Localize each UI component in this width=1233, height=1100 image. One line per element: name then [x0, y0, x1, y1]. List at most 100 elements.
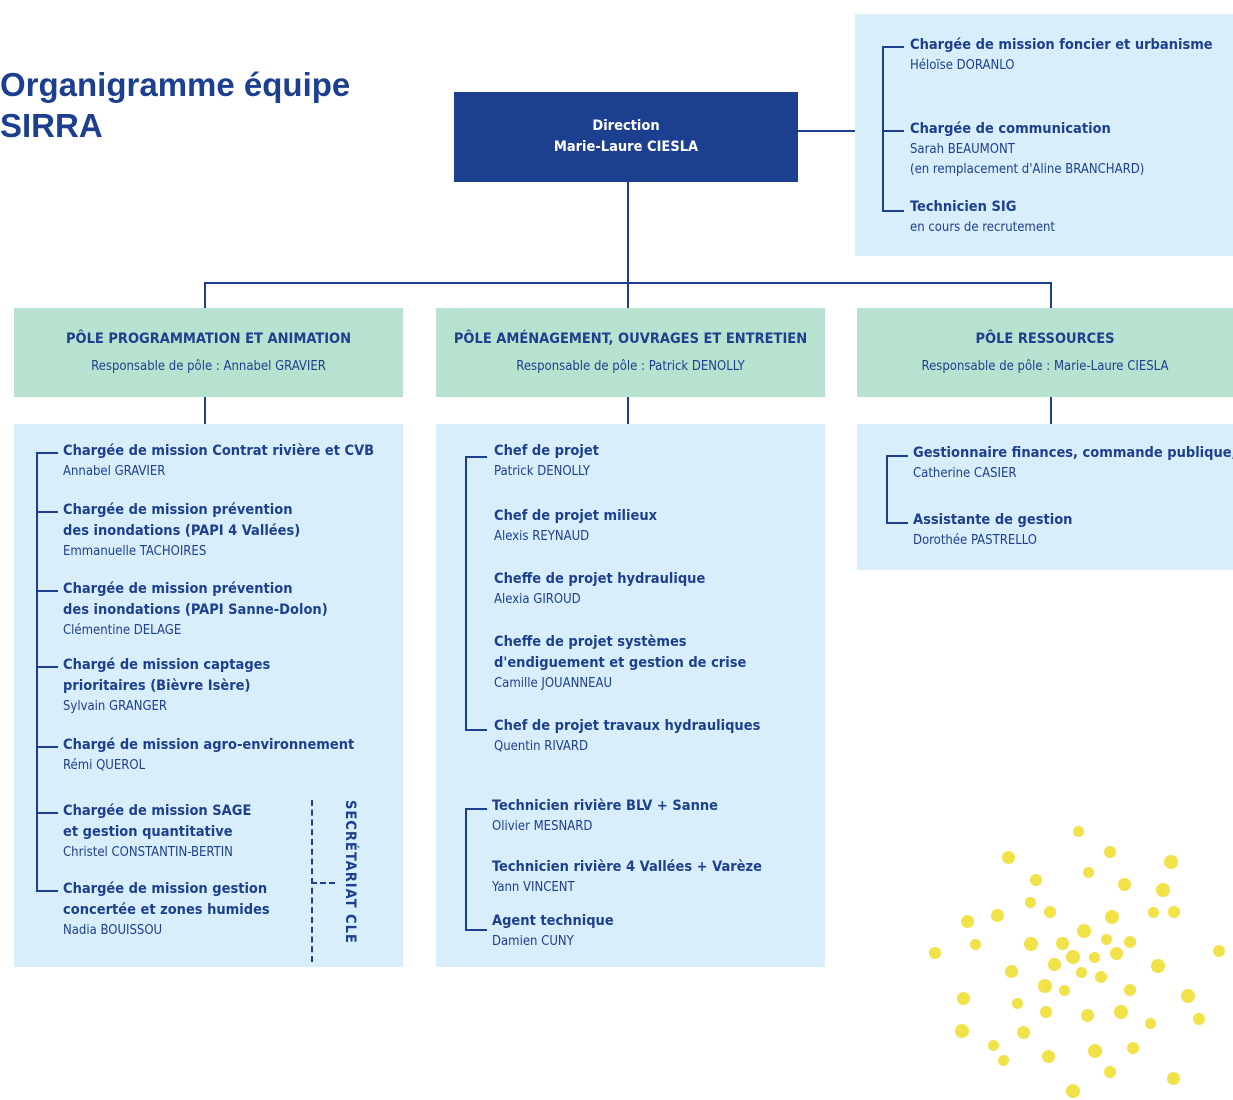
decorative-dot — [960, 914, 974, 928]
member-role: Chef de projet — [494, 443, 599, 459]
member-role: des inondations (PAPI Sanne-Dolon) — [63, 602, 328, 618]
panel1-tick — [36, 511, 58, 513]
decorative-dot — [1030, 874, 1042, 886]
decorative-dot — [1011, 997, 1023, 1009]
member-role: Chargée de mission gestion — [63, 881, 268, 897]
decorative-dot — [1088, 1044, 1102, 1058]
support-bracket-tick — [882, 46, 904, 48]
panel2-bracket-vertical — [465, 456, 467, 730]
decorative-dot — [1156, 883, 1170, 897]
decorative-dot — [929, 947, 941, 959]
member-role: d'endiguement et gestion de crise — [494, 655, 747, 671]
member-entry: Chargée de mission prévention des inonda… — [63, 500, 300, 562]
decorative-dot — [1114, 1005, 1128, 1019]
technician-entry: Agent technique Damien CUNY — [492, 911, 614, 952]
decorative-dot — [1040, 1006, 1052, 1018]
cle-dashed-line — [311, 800, 313, 962]
pole-responsable: Responsable de pôle : Patrick DENOLLY — [516, 358, 745, 374]
decorative-dot — [1164, 855, 1178, 869]
connector-pole-2-panel — [627, 397, 629, 424]
member-person: Christel CONSTANTIN-BERTIN — [63, 845, 233, 860]
decorative-dot — [1213, 945, 1225, 957]
panel2-tech-bracket-vertical — [465, 808, 467, 930]
decorative-dot — [1038, 979, 1052, 993]
member-person: Dorothée PASTRELLO — [913, 533, 1038, 548]
member-person: Rémi QUEROL — [63, 758, 146, 773]
panel2-tech-tick — [465, 929, 487, 931]
support-role: Chargée de communication — [910, 121, 1111, 137]
member-person: Camille JOUANNEAU — [494, 676, 613, 691]
connector-direction-support — [798, 130, 856, 132]
decorative-dot — [1168, 906, 1180, 918]
decorative-dot — [1066, 950, 1080, 964]
panel1-tick — [36, 666, 58, 668]
decorative-dot — [990, 908, 1004, 922]
member-person: Sylvain GRANGER — [63, 699, 168, 714]
member-entry: Chargé de mission agro-environnement Rém… — [63, 735, 354, 776]
pole-panel-ressources — [857, 424, 1233, 570]
direction-name: Marie-Laure CIESLA — [553, 139, 699, 155]
member-entry: Chargée de mission Contrat rivière et CV… — [63, 441, 374, 482]
decorative-dot — [1193, 1013, 1205, 1025]
support-bracket-vertical — [882, 46, 884, 211]
decorative-dot — [1041, 1049, 1055, 1063]
technician-person: Olivier MESNARD — [492, 819, 593, 834]
panel1-tick — [36, 452, 58, 454]
technician-role: Technicien rivière 4 Vallées + Varèze — [492, 859, 762, 875]
support-staff-panel — [855, 14, 1233, 256]
member-role: Chargée de mission prévention — [63, 502, 293, 518]
connector-pole-1-panel — [204, 397, 206, 424]
title-line-2: SIRRA — [0, 107, 103, 144]
decorative-dot — [997, 1054, 1009, 1066]
decorative-dot — [1105, 910, 1119, 924]
technician-entry: Technicien rivière BLV + Sanne Olivier M… — [492, 796, 718, 837]
decorative-dot — [1151, 959, 1165, 973]
connector-direction-down — [627, 182, 629, 283]
panel3-bracket-vertical — [886, 455, 888, 523]
decorative-dot — [1181, 989, 1195, 1003]
member-entry: Chargé de mission captages prioritaires … — [63, 655, 270, 717]
member-person: Patrick DENOLLY — [494, 464, 590, 479]
decorative-dot — [1124, 936, 1136, 948]
decorative-dot — [1004, 964, 1018, 978]
member-entry: Cheffe de projet hydraulique Alexia GIRO… — [494, 569, 705, 610]
member-entry: Chargée de mission prévention des inonda… — [63, 579, 328, 641]
pole-panel-programmation — [14, 424, 403, 967]
decorative-dot — [1024, 896, 1036, 908]
decorative-dot — [1104, 846, 1116, 858]
member-role: Chargée de mission prévention — [63, 581, 293, 597]
member-role: Cheffe de projet systèmes — [494, 634, 687, 650]
member-role: Chargé de mission captages — [63, 657, 271, 673]
pole-header-amenagement: PÔLE AMÉNAGEMENT, OUVRAGES ET ENTRETIEN … — [436, 308, 825, 397]
connector-pole-3 — [1050, 282, 1052, 308]
member-role: Chef de projet travaux hydrauliques — [494, 718, 761, 734]
support-entry: Technicien SIG en cours de recrutement — [910, 197, 1055, 238]
decorative-dot — [956, 991, 970, 1005]
member-entry: Gestionnaire finances, commande publique… — [913, 443, 1233, 484]
panel2-tick — [465, 729, 487, 731]
support-person: en cours de recrutement — [910, 220, 1056, 235]
pole-responsable: Responsable de pôle : Annabel GRAVIER — [91, 358, 326, 374]
member-role: Gestionnaire finances, commande publique… — [913, 445, 1233, 461]
decorative-dot — [1147, 906, 1159, 918]
panel1-tick — [36, 590, 58, 592]
decorative-dot — [1100, 933, 1112, 945]
panel2-tick — [465, 456, 487, 458]
member-role: et gestion quantitative — [63, 824, 233, 840]
member-entry: Chef de projet milieux Alexis REYNAUD — [494, 506, 657, 547]
member-person: Annabel GRAVIER — [63, 464, 166, 479]
connector-pole-2 — [627, 282, 629, 308]
member-entry: Chargée de mission SAGE et gestion quant… — [63, 801, 251, 863]
member-role: des inondations (PAPI 4 Vallées) — [63, 523, 301, 539]
direction-box: Direction Marie-Laure CIESLA — [454, 92, 798, 182]
support-role: Chargée de mission foncier et urbanisme — [910, 37, 1213, 53]
pole-panel-amenagement — [436, 424, 825, 967]
panel1-tick — [36, 746, 58, 748]
pole-name: PÔLE PROGRAMMATION ET ANIMATION — [65, 330, 352, 347]
member-role: Cheffe de projet hydraulique — [494, 571, 706, 587]
member-person: Alexia GIROUD — [494, 592, 581, 607]
pole-name: PÔLE RESSOURCES — [975, 330, 1115, 347]
pole-header-programmation: PÔLE PROGRAMMATION ET ANIMATION Responsa… — [14, 308, 403, 397]
cle-dashed-tick — [311, 882, 335, 884]
decorative-dot — [955, 1024, 969, 1038]
